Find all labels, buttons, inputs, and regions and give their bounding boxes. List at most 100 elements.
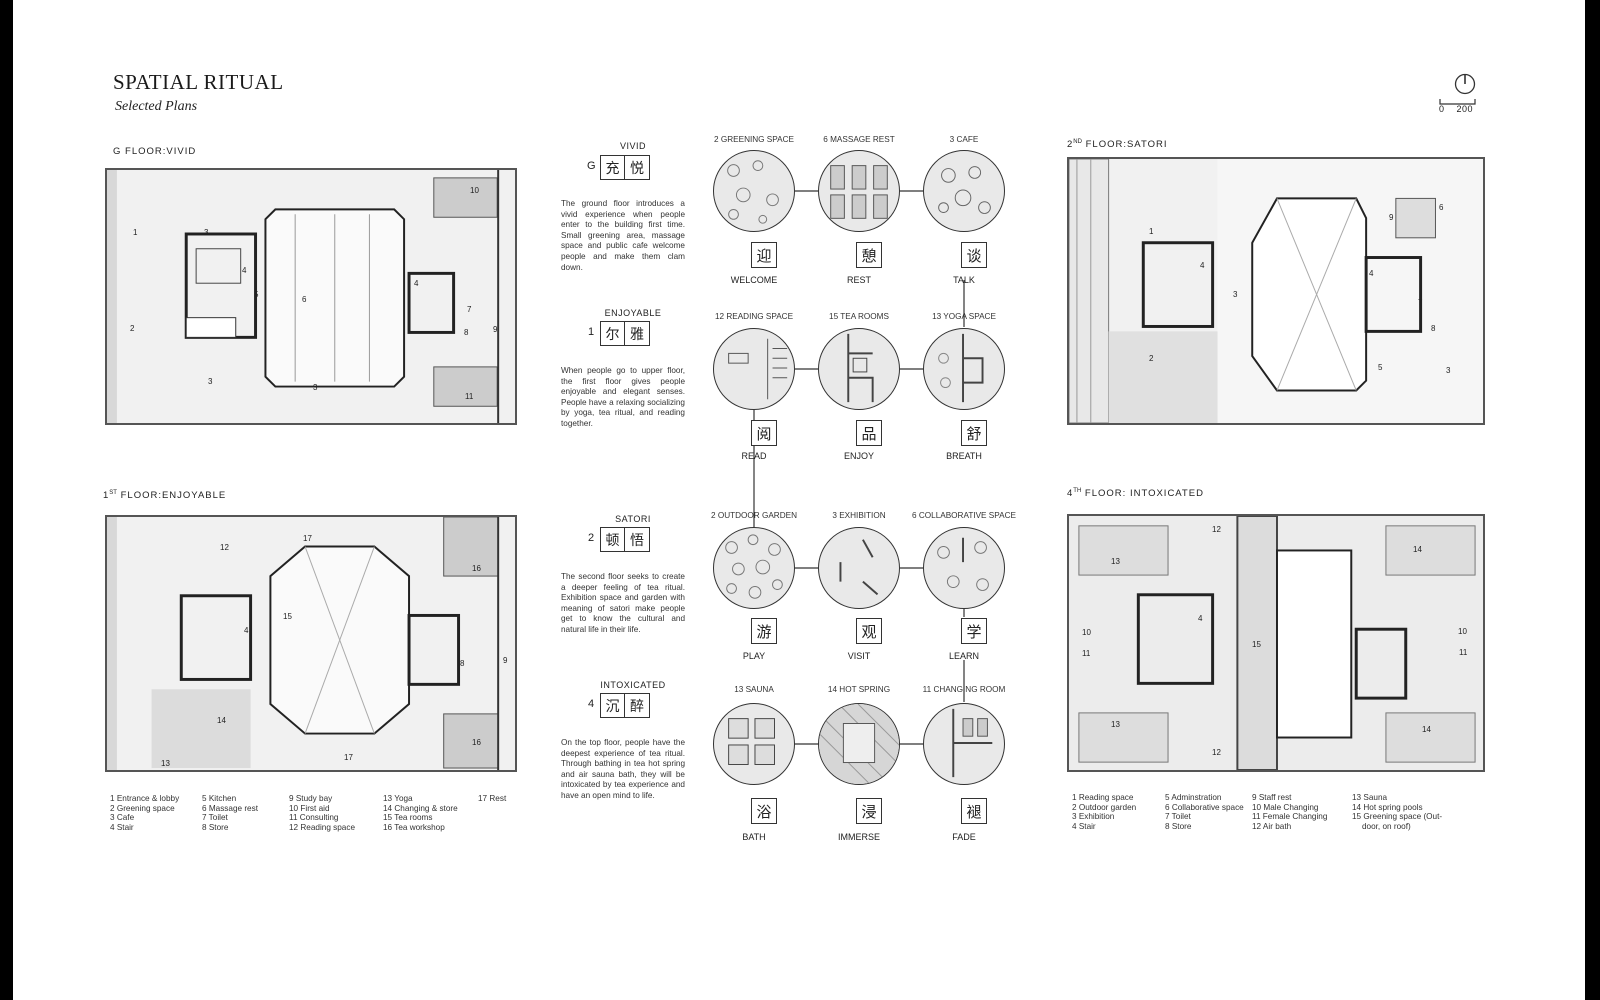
plan-2nd-room-number: 1: [1149, 227, 1154, 236]
floor-label-2: 2ND FLOOR:SATORI: [1067, 139, 1168, 151]
space-label: 3 EXHIBITION: [832, 511, 886, 520]
plan-4th-room-number: 15: [1252, 640, 1261, 649]
plan-1st-room-number: 12: [220, 543, 229, 552]
space-label: 11 CHANGING ROOM: [922, 685, 1006, 694]
ritual-verb: IMMERSE: [837, 832, 880, 842]
plan-1st-room-number: 17: [303, 534, 312, 543]
theme-description: On the top floor, people have the deepes…: [561, 738, 685, 800]
space-label: 2 GREENING SPACE: [714, 135, 794, 144]
page-subtitle: Selected Plans: [115, 99, 198, 114]
circle-grid-connectors: [753, 190, 965, 745]
theme-description: When people go to upper floor, the first…: [561, 366, 685, 428]
plan-g-room-number: 6: [302, 295, 307, 304]
plan-2nd-room-number: 8: [1431, 324, 1436, 333]
north-arrow-icon: [1454, 73, 1476, 95]
ritual-verb: BREATH: [946, 451, 982, 461]
theme-name: SATORI: [615, 514, 651, 524]
plan-4th-room-number: 11: [1459, 648, 1468, 657]
plan-4th-room-number: 13: [1111, 557, 1120, 566]
plan-2nd-floor: [1067, 157, 1485, 425]
legend-left-col5: 17 Rest: [478, 794, 507, 803]
ritual-verb: VISIT: [847, 651, 871, 661]
scale-bar-label: 0 200: [1439, 104, 1474, 114]
plan-1st-room-number: 16: [472, 738, 481, 747]
theme-description: The ground floor introduces a vivid expe…: [561, 199, 685, 272]
plan-4th-room-number: 10: [1458, 627, 1467, 636]
theme-floor-number: 4: [588, 698, 595, 710]
ritual-verb: ENJOY: [843, 451, 874, 461]
vignette-changing-room: [923, 703, 1005, 785]
theme-characters: 沉醉: [600, 693, 650, 718]
page-title: SPATIAL RITUAL: [113, 70, 284, 94]
theme-floor-number: 1: [588, 326, 595, 338]
floor-label-1: 1ST FLOOR:ENJOYABLE: [103, 490, 227, 502]
space-label: 3 CAFE: [949, 135, 979, 144]
space-label: 2 OUTDOOR GARDEN: [711, 511, 797, 520]
plan-g-room-number: 1: [133, 228, 138, 237]
ritual-character: 观: [856, 618, 882, 644]
ritual-character: 迎: [751, 242, 777, 268]
ritual-character: 浴: [751, 798, 777, 824]
ritual-verb: BATH: [742, 832, 766, 842]
plan-2nd-room-number: 2: [1149, 354, 1154, 363]
plan-4th-room-number: 4: [1198, 614, 1203, 623]
plan-g-room-number: 2: [130, 324, 135, 333]
space-label: 6 MASSAGE REST: [823, 135, 895, 144]
plan-g-room-number: 3: [313, 383, 318, 392]
plan-2nd-room-number: 4: [1200, 261, 1205, 270]
vignette-yoga-space: [923, 328, 1005, 410]
vignette-massage-rest: [818, 150, 900, 232]
plan-1st-floor: [105, 515, 517, 772]
plan-4th-room-number: 12: [1212, 525, 1221, 534]
ritual-character: 憩: [856, 242, 882, 268]
floor-label-4: 4TH FLOOR: INTOXICATED: [1067, 488, 1204, 500]
theme-floor-number: G: [587, 160, 596, 172]
plan-1st-room-number: 9: [503, 656, 508, 665]
space-label: 14 HOT SPRING: [827, 685, 891, 694]
ritual-character: 谈: [961, 242, 987, 268]
presentation-sheet: SPATIAL RITUAL Selected Plans 0 200 G FL…: [13, 0, 1585, 1000]
theme-floor-number: 2: [588, 532, 595, 544]
vignette-tea-rooms: [818, 328, 900, 410]
theme-name: ENJOYABLE: [604, 308, 662, 318]
ritual-character: 褪: [961, 798, 987, 824]
vignette-sauna: [713, 703, 795, 785]
plan-g-room-number: 3: [208, 377, 213, 386]
space-label: 12 READING SPACE: [714, 312, 794, 321]
space-label: 13 SAUNA: [734, 685, 774, 694]
plan-g-room-number: 5: [254, 290, 259, 299]
plan-g-room-number: 8: [464, 328, 469, 337]
plan-1st-room-number: 8: [460, 659, 465, 668]
ritual-verb: LEARN: [948, 651, 979, 661]
theme-name: VIVID: [619, 141, 646, 151]
plan-2nd-room-number: 7: [1418, 298, 1423, 307]
ritual-character: 游: [751, 618, 777, 644]
plan-2nd-room-number: 4: [1369, 269, 1374, 278]
theme-characters: 尔雅: [600, 321, 650, 346]
plan-g-room-number: 3: [204, 228, 209, 237]
plan-1st-room-number: 17: [344, 753, 353, 762]
vignette-outdoor-garden: [713, 527, 795, 609]
space-label: 13 YOGA SPACE: [932, 312, 996, 321]
plan-4th-room-number: 13: [1111, 720, 1120, 729]
theme-name: INTOXICATED: [600, 680, 666, 690]
plan-g-room-number: 9: [493, 325, 498, 334]
ritual-character: 阅: [751, 420, 777, 446]
vignette-reading-space: [713, 328, 795, 410]
plan-g-room-number: 7: [467, 305, 472, 314]
vignette-cafe: [923, 150, 1005, 232]
vignette-greening-space: [713, 150, 795, 232]
ritual-verb: READ: [741, 451, 767, 461]
ritual-verb: REST: [846, 275, 871, 285]
ritual-character: 浸: [856, 798, 882, 824]
ritual-verb: PLAY: [742, 651, 766, 661]
plan-1st-room-number: 14: [217, 716, 226, 725]
plan-2nd-room-number: 6: [1439, 203, 1444, 212]
theme-characters: 充悦: [600, 155, 650, 180]
